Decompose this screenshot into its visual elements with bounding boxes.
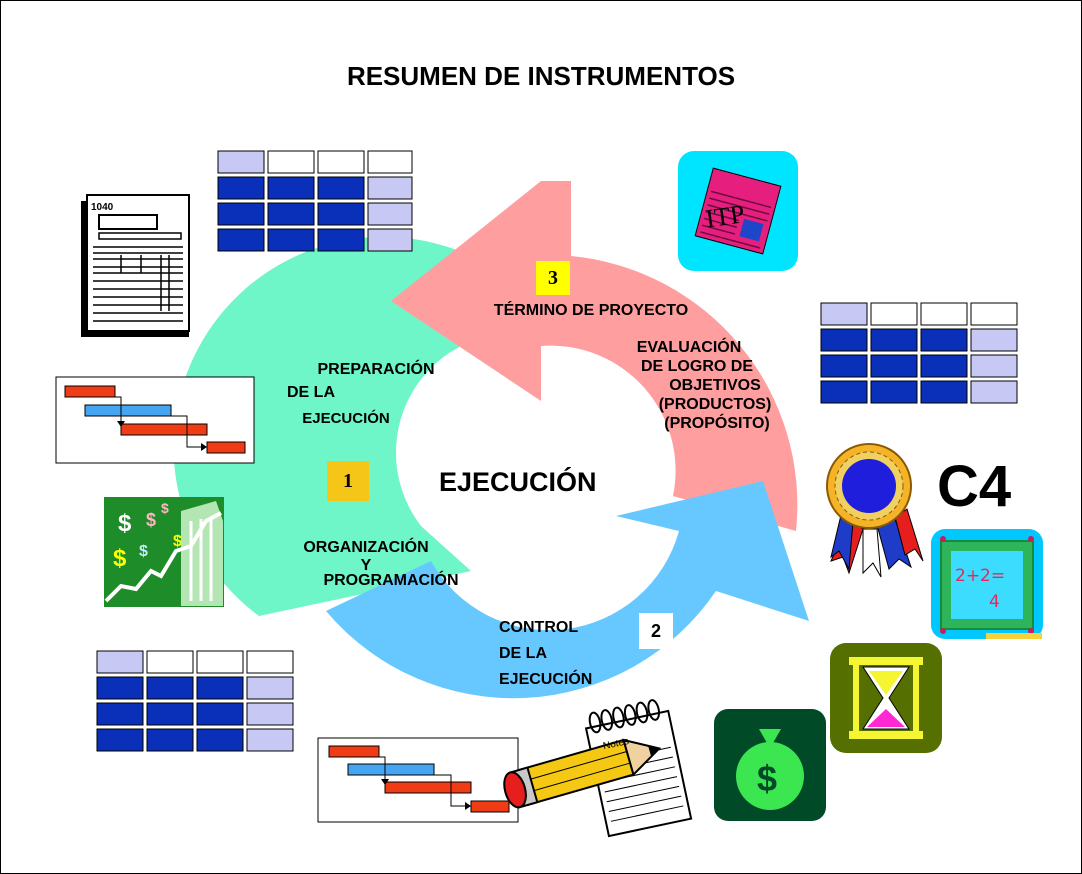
award-ribbon-icon: [826, 443, 924, 578]
itp-document-icon: [678, 151, 798, 271]
money-bag-symbol: $: [757, 758, 777, 799]
math-line-2: 4: [989, 592, 1000, 612]
gantt-chart-icon-left: [55, 376, 255, 464]
phase-1-label-line-1: PREPARACIÓN: [317, 361, 435, 378]
phase-1-sub-line-1: ORGANIZACIÓN: [303, 539, 429, 556]
math-line-1: 2+2=: [955, 566, 1005, 586]
phase-3-arrow: [391, 181, 798, 531]
pencil-icon: [503, 738, 662, 809]
center-label: EJECUCIÓN: [439, 467, 597, 497]
phase-1-sub-line-2: Y: [360, 557, 372, 574]
svg-text:$: $: [118, 510, 132, 537]
phase-1-label-line-2: DE LA: [287, 384, 335, 401]
phase-3-badge: 3: [536, 261, 570, 295]
notes-label: Notes: [602, 736, 630, 752]
svg-text:$: $: [173, 533, 182, 550]
phase-2-arrow: [326, 481, 809, 699]
phase-2-badge: 2: [639, 613, 673, 649]
svg-text:$: $: [161, 500, 169, 516]
svg-text:$: $: [139, 543, 148, 560]
money-growth-icon: $ $ $ $ $ $: [104, 497, 224, 607]
c4-label: C4: [937, 454, 1012, 519]
chalkboard-icon: [931, 529, 1043, 639]
phase-3-sub-line-3: OBJETIVOS: [669, 377, 761, 394]
phase-2-label-line-1: CONTROL: [499, 619, 579, 636]
phase-2-label-line-2: DE LA: [499, 645, 547, 662]
money-bag-icon: [714, 709, 826, 821]
phase-3-sub-line-1: EVALUACIÓN: [636, 339, 742, 356]
phase-1-sub: ORGANIZACIÓN Y: [281, 537, 451, 574]
page-title: RESUMEN DE INSTRUMENTOS: [346, 61, 736, 91]
phase-1-label-line-3: EJECUCIÓN: [302, 410, 390, 427]
svg-text:$: $: [146, 510, 156, 530]
phase-3-sub-line-4: (PRODUCTOS): [658, 396, 772, 413]
phase-3-label: TÉRMINO DE PROYECTO: [493, 302, 689, 319]
phase-3-sub: EVALUACIÓN DE LOGRO DE OBJETIVOS (PRODUC…: [601, 338, 801, 433]
grid-table-bottom: [96, 650, 294, 752]
phase-3-sub-line-2: DE LOGRO DE: [640, 358, 753, 375]
phase-1-label: PREPARACIÓN: [291, 358, 461, 382]
tax-form-icon: [81, 194, 190, 337]
tax-form-number: 1040: [91, 202, 114, 213]
phase-2-label-line-3: EJECUCIÓN: [499, 671, 593, 688]
phase-3-sub-line-5: (PROPÓSITO): [664, 415, 770, 432]
phase-2-label: CONTROL DE LA EJECUCIÓN: [499, 615, 619, 693]
gantt-chart-icon-bottom: [317, 737, 519, 823]
phase-1-sub-line-3: PROGRAMACIÓN: [323, 572, 459, 589]
grid-table-top: [217, 150, 413, 252]
phase-1-arrow: [173, 236, 472, 616]
phase-1-badge: 1: [327, 461, 369, 501]
grid-table-right: [820, 302, 1018, 404]
hourglass-icon: [830, 643, 942, 753]
svg-text:$: $: [113, 545, 127, 572]
itp-label: ITP: [704, 199, 747, 233]
